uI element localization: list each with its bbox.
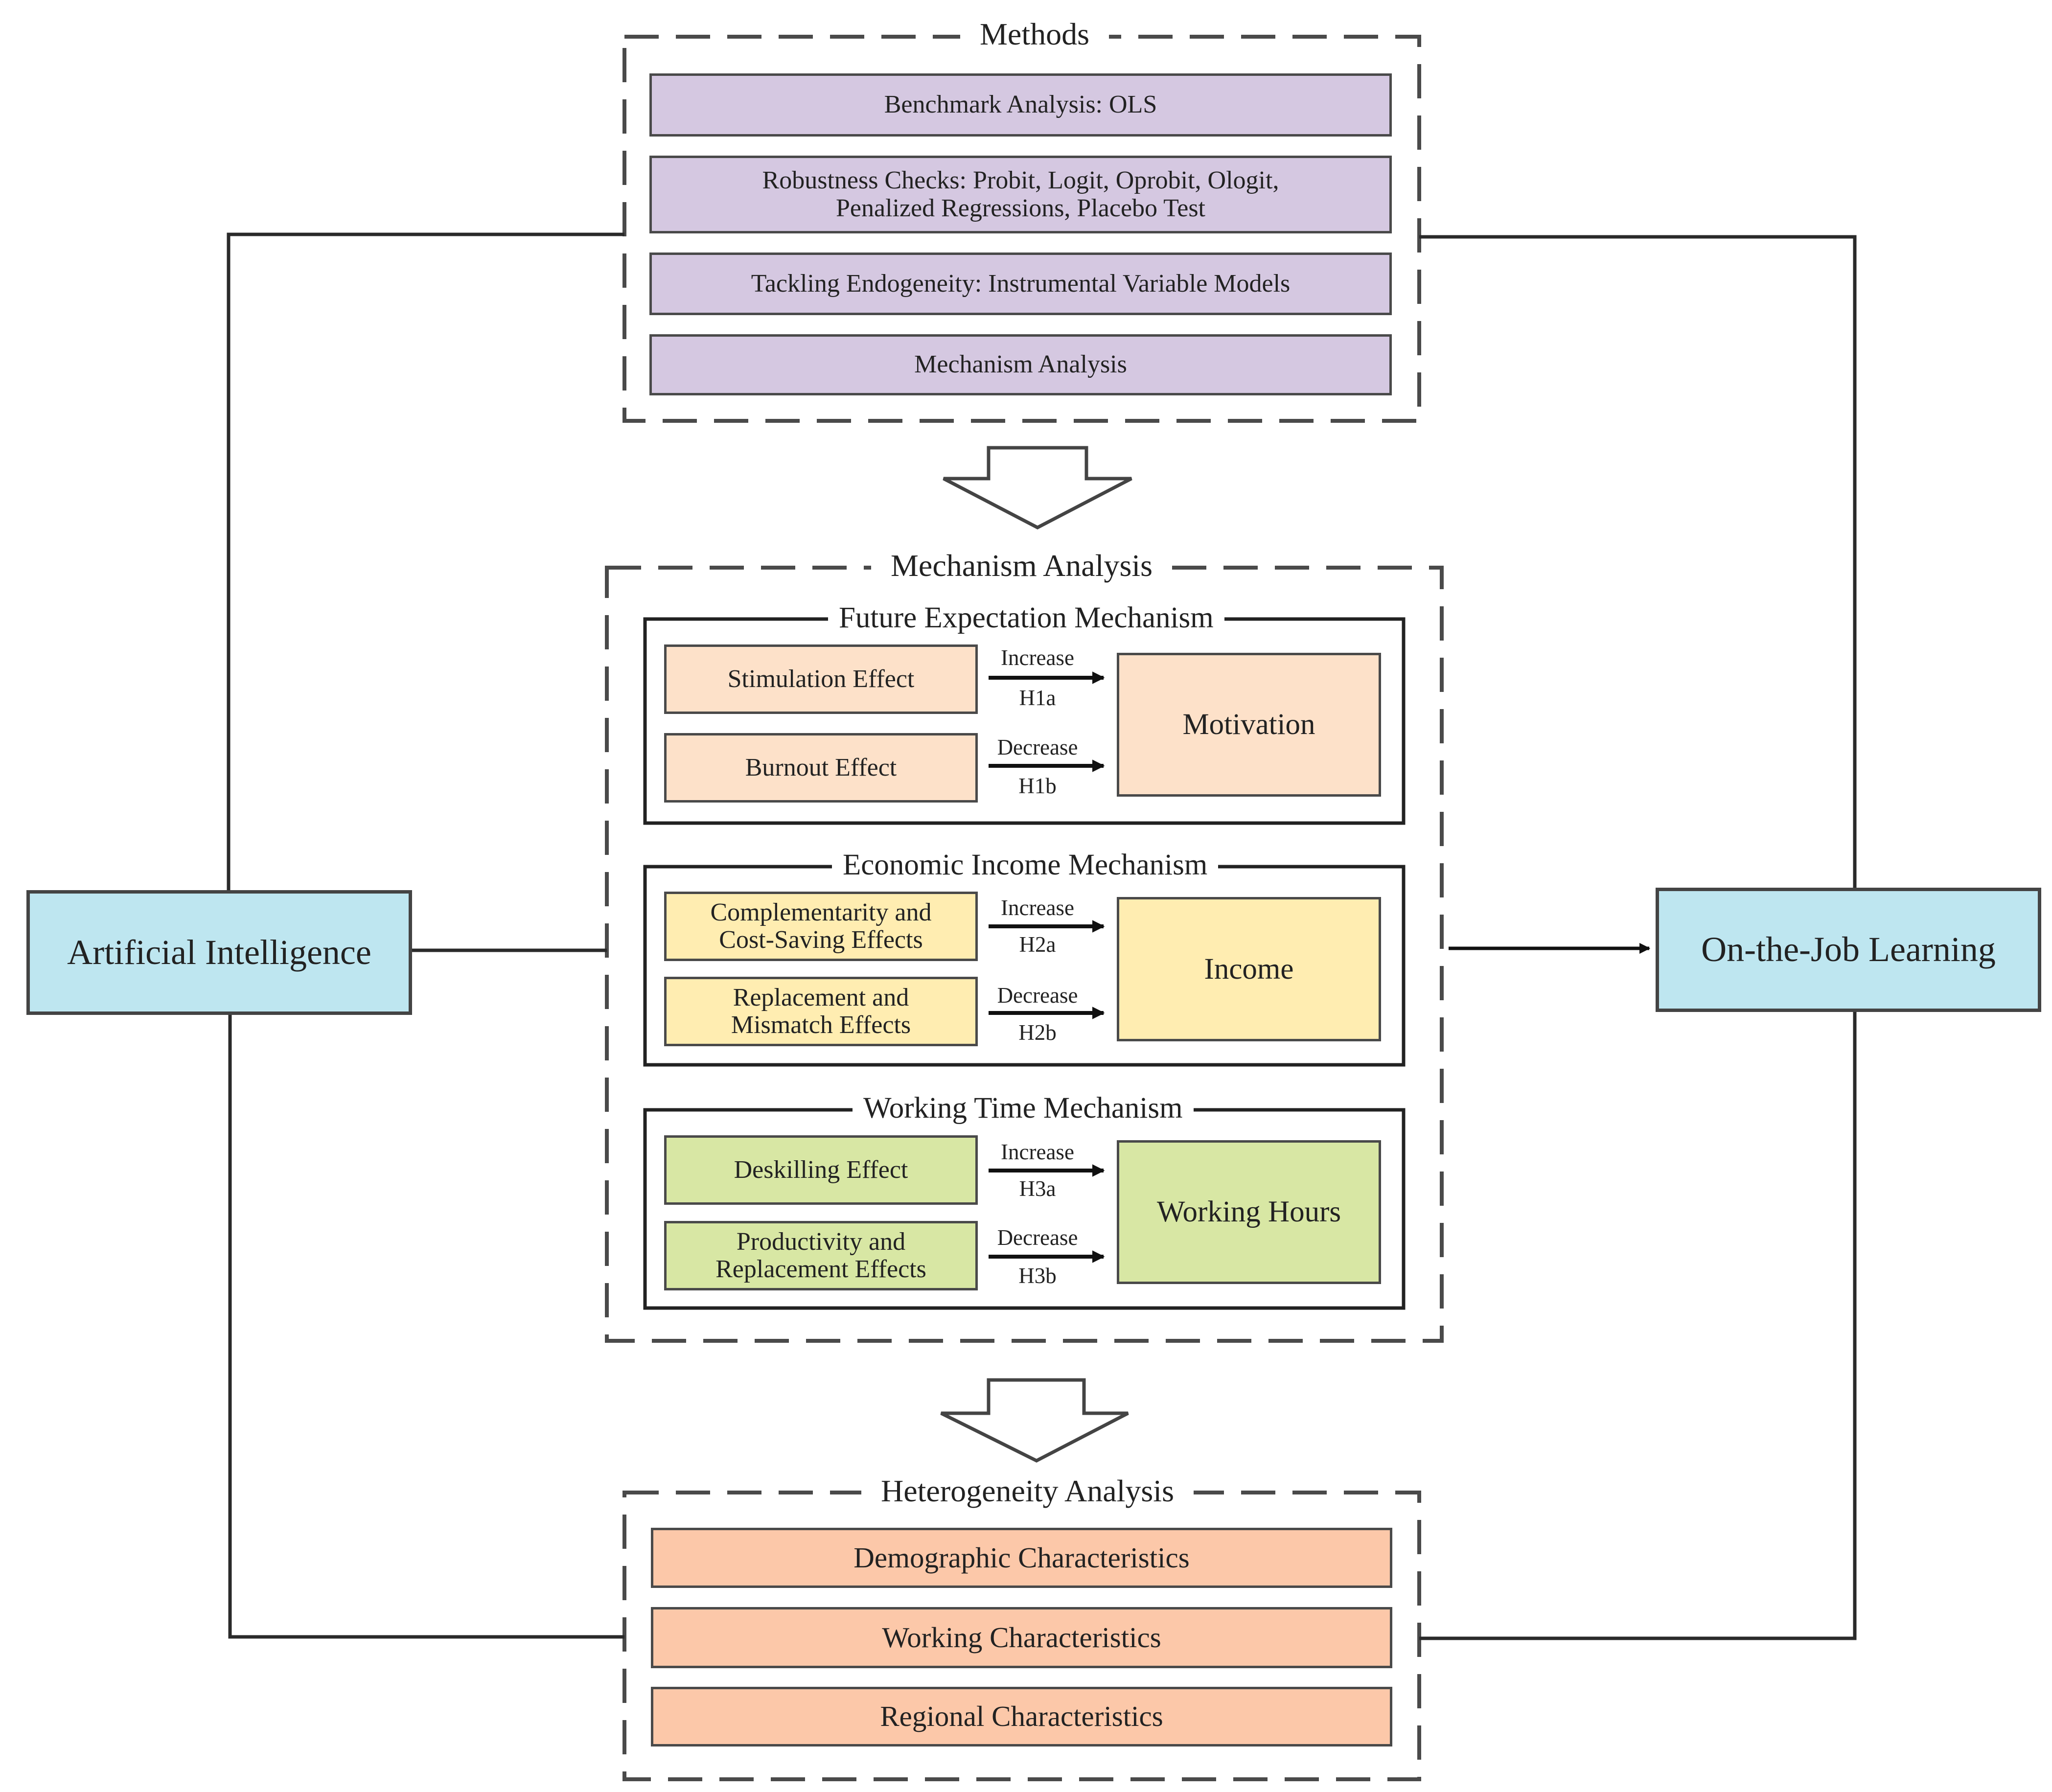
ai-to-heterogeneity-line <box>228 1014 624 1639</box>
income-outcome-box: Income <box>1117 897 1381 1041</box>
h1a-direction-label: Increase <box>1001 645 1074 670</box>
methods-frame <box>623 35 1421 423</box>
mechanism-analysis-title: Mechanism Analysis <box>871 550 1173 581</box>
h2a-hypothesis-label: H2a <box>1019 932 1056 957</box>
replacement-mismatch-effect-box: Replacement and Mismatch Effects <box>664 977 978 1046</box>
deskilling-effect-box: Deskilling Effect <box>664 1135 978 1205</box>
h3b-direction-label: Decrease <box>997 1225 1078 1250</box>
mechanism-to-heterogeneity-block-arrow <box>940 1378 1129 1463</box>
productivity-replacement-effect-box: Productivity and Replacement Effects <box>664 1221 978 1290</box>
methods-to-learning-line <box>1419 235 1857 888</box>
artificial-intelligence-node: Artificial Intelligence <box>26 890 412 1015</box>
h3b-hypothesis-label: H3b <box>1018 1264 1057 1288</box>
burnout-effect-box: Burnout Effect <box>664 733 978 803</box>
working-hours-outcome-box: Working Hours <box>1117 1140 1381 1284</box>
h2a-direction-label: Increase <box>1001 896 1074 920</box>
expectation-mechanism-title: Future Expectation Mechanism <box>828 603 1224 633</box>
heterogeneity-to-learning-line <box>1419 1011 1857 1640</box>
h1a-hypothesis-label: H1a <box>1019 686 1056 710</box>
ai-to-methods-line <box>227 232 624 891</box>
on-the-job-learning-node: On-the-Job Learning <box>1656 888 2041 1012</box>
working-time-mechanism-title: Working Time Mechanism <box>853 1093 1194 1123</box>
complementarity-effect-box: Complementarity and Cost-Saving Effects <box>664 892 978 961</box>
stimulation-effect-box: Stimulation Effect <box>664 644 978 714</box>
h2b-hypothesis-label: H2b <box>1018 1020 1057 1045</box>
heterogeneity-item-demographic: Demographic Characteristics <box>651 1528 1392 1588</box>
heterogeneity-item-regional: Regional Characteristics <box>651 1687 1392 1746</box>
h2b-direction-label: Decrease <box>997 983 1078 1008</box>
methods-to-mechanism-block-arrow <box>943 446 1132 529</box>
h1b-hypothesis-label: H1b <box>1018 774 1057 798</box>
method-item-endogeneity: Tackling Endogeneity: Instrumental Varia… <box>649 253 1392 315</box>
h1b-direction-label: Decrease <box>997 735 1078 759</box>
method-item-robustness: Robustness Checks: Probit, Logit, Oprobi… <box>649 156 1392 233</box>
income-mechanism-title: Economic Income Mechanism <box>832 850 1219 880</box>
method-item-benchmark: Benchmark Analysis: OLS <box>649 73 1392 137</box>
motivation-outcome-box: Motivation <box>1117 653 1381 797</box>
heterogeneity-analysis-title: Heterogeneity Analysis <box>861 1475 1194 1507</box>
method-item-mechanism: Mechanism Analysis <box>649 334 1392 395</box>
h3a-hypothesis-label: H3a <box>1019 1176 1056 1201</box>
heterogeneity-item-working: Working Characteristics <box>651 1607 1392 1668</box>
h3a-direction-label: Increase <box>1001 1140 1074 1164</box>
methods-title: Methods <box>960 19 1109 50</box>
